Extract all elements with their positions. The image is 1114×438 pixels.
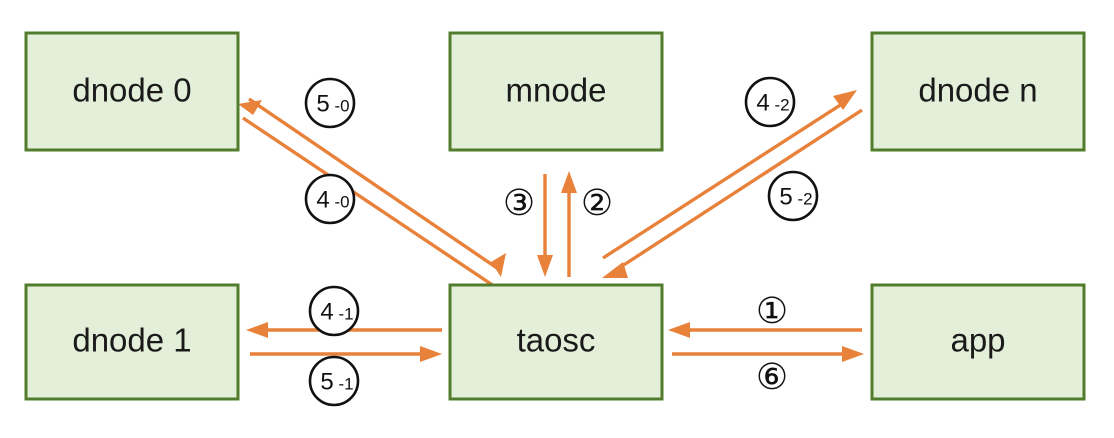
edge-5-0-line [248,97,498,270]
badge-2: ② [581,183,613,224]
node-dnode-1[interactable]: dnode 1 [24,283,240,401]
node-app-label: app [950,322,1005,359]
node-mnode[interactable]: mnode [448,31,664,152]
badge-4-0-main: 4 [316,186,329,213]
badge-4-2: 4 -2 [744,76,796,128]
node-taosc-label: taosc [517,322,596,359]
badge-4-2-circle [744,76,796,128]
node-app[interactable]: app [870,283,1086,401]
node-taosc[interactable]: taosc [448,283,664,401]
node-taosc-rect[interactable] [448,283,664,401]
edge-5-1 [250,346,442,362]
edge-5-1-arrowhead [420,346,442,362]
edge-5-2-line [615,108,863,272]
badge-5-1-sub: -1 [338,374,353,393]
badge-4-1: 4 -1 [308,285,360,337]
edge-2-arrowhead [561,171,577,193]
badge-3: ③ [503,183,535,224]
badge-4-1-main: 4 [320,298,333,325]
badge-1-glyph: ① [756,291,788,332]
node-mnode-rect[interactable] [448,31,664,152]
edge-5-2-arrowhead [602,262,628,278]
edge-6-arrowhead [842,346,864,362]
badge-4-2-sub: -2 [774,95,789,114]
node-app-rect[interactable] [870,283,1086,401]
badge-5-0-main: 5 [316,90,329,117]
edge-1-arrowhead [668,322,690,338]
badge-4-1-circle [308,285,360,337]
badge-5-2-main: 5 [779,183,792,210]
node-dnode-1-rect[interactable] [24,283,240,401]
edge-5-0-arrowhead [238,100,262,115]
badge-2-glyph: ② [581,183,613,224]
node-mnode-label: mnode [506,72,607,109]
badge-5-1-circle [308,355,360,407]
badge-5-1: 5 -1 [308,355,360,407]
badge-5-0: 5 -0 [304,77,356,129]
edge-1 [668,322,862,338]
edge-2 [561,171,577,277]
badge-5-2-sub: -2 [797,189,812,208]
badge-5-0-circle [304,77,356,129]
badge-4-2-main: 4 [756,89,769,116]
edge-4-0-arrowhead [491,253,506,277]
badge-5-1-main: 5 [320,368,333,395]
edge-3-arrowhead [537,255,553,277]
edge-3 [537,174,553,277]
edge-4-1-arrowhead [246,322,268,338]
badge-6: ⑥ [756,357,788,398]
edge-5-0 [238,97,498,270]
edge-5-2 [602,108,863,278]
edge-4-2-line [602,100,846,260]
badge-5-2-circle [767,170,819,222]
edge-4-0-line [242,116,495,288]
node-dnode-n-rect[interactable] [870,31,1086,152]
node-dnode-0[interactable]: dnode 0 [24,31,240,152]
edge-6 [672,346,864,362]
node-dnode-1-label: dnode 1 [72,322,191,359]
edge-4-1 [246,322,442,338]
node-dnode-0-label: dnode 0 [72,72,191,109]
badge-4-0: 4 -0 [304,173,356,225]
edge-4-0 [242,116,506,288]
node-dnode-0-rect[interactable] [24,31,240,152]
badge-1: ① [756,291,788,332]
edge-4-2-arrowhead [833,90,857,110]
badge-3-glyph: ③ [503,183,535,224]
badge-4-0-sub: -0 [334,192,349,211]
badge-5-0-sub: -0 [334,96,349,115]
node-dnode-n[interactable]: dnode n [870,31,1086,152]
badge-4-0-circle [304,173,356,225]
edge-4-2 [602,90,857,260]
badge-6-glyph: ⑥ [756,357,788,398]
node-dnode-n-label: dnode n [918,72,1037,109]
badge-4-1-sub: -1 [338,304,353,323]
badge-5-2: 5 -2 [767,170,819,222]
